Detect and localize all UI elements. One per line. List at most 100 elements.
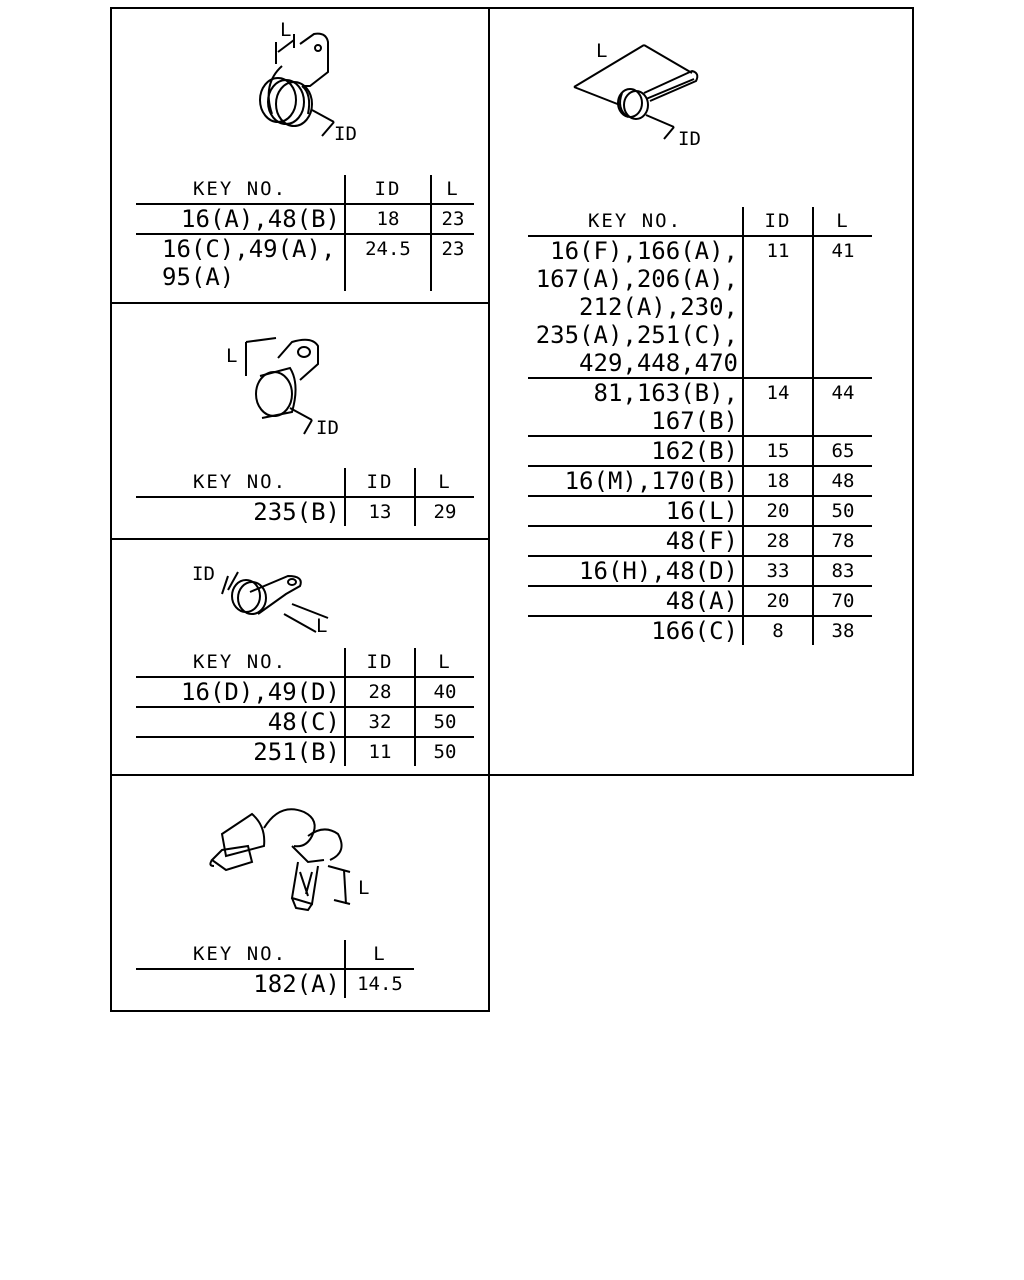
table-row: 16(C),49(A), 95(A) 24.5 23 [136, 234, 474, 291]
panel-clamp-type-2: L ID KEY NO. ID L 235(B) 13 29 [110, 302, 490, 540]
id-cell: 15 [742, 436, 813, 467]
header-key-no: KEY NO. [528, 207, 743, 237]
header-key-no: KEY NO. [136, 468, 345, 498]
table-row: 166(C) 8 38 [528, 616, 872, 645]
key-cell: 251(B) [253, 738, 340, 766]
key-cell: 166(C) [651, 617, 738, 645]
clamp-figure-3: ID L [188, 554, 348, 640]
key-cell: 48(C) [136, 707, 345, 738]
l-cell: 70 [812, 586, 872, 617]
key-cell: 16(M),170(B) [528, 466, 743, 497]
clamp-figure-5: L ID [566, 35, 726, 159]
table-row: 162(B) 15 65 [528, 436, 872, 467]
l-cell: 29 [414, 497, 474, 526]
header-l: L [414, 648, 474, 678]
header-id: ID [344, 175, 431, 205]
id-cell: 28 [742, 526, 813, 557]
header-id: ID [344, 468, 415, 498]
spec-table-5: KEY NO. ID L 16(F),166(A), 167(A),206(A)… [528, 207, 872, 645]
table-row: 48(C) 32 50 [136, 707, 474, 738]
header-id: ID [344, 648, 415, 678]
l-cell: 23 [430, 204, 474, 235]
l-cell: 40 [414, 677, 474, 708]
key-cell: 16(F),166(A), 167(A),206(A), 212(A),230,… [528, 236, 743, 379]
id-cell: 24.5 [344, 234, 431, 291]
header-l: L [414, 468, 474, 498]
l-cell: 48 [812, 466, 872, 497]
l-cell: 50 [414, 707, 474, 738]
id-cell: 28 [344, 677, 415, 708]
clamp-figure-1: L ID [242, 14, 372, 149]
l-cell: 38 [812, 616, 872, 645]
table-row: 235(B) 13 29 [136, 497, 474, 526]
key-cell: 16(C),49(A), 95(A) [162, 235, 336, 291]
spec-table-2: KEY NO. ID L 235(B) 13 29 [136, 468, 474, 526]
l-cell: 50 [414, 737, 474, 766]
id-cell: 11 [742, 236, 813, 379]
key-cell: 48(A) [528, 586, 743, 617]
l-cell: 23 [430, 234, 474, 291]
id-cell: 32 [344, 707, 415, 738]
header-id: ID [742, 207, 813, 237]
l-cell: 83 [812, 556, 872, 587]
spec-table-3: KEY NO. ID L 16(D),49(D) 28 40 48(C) 32 … [136, 648, 474, 766]
id-cell: 20 [742, 586, 813, 617]
l-cell: 65 [812, 436, 872, 467]
table-row: 48(A) 20 70 [528, 586, 872, 617]
id-cell: 13 [344, 497, 415, 526]
table-row: 16(H),48(D) 33 83 [528, 556, 872, 587]
id-cell: 33 [742, 556, 813, 587]
id-cell: 18 [742, 466, 813, 497]
panel-clamp-type-5: L ID KEY NO. ID L 16(F),166(A), 167(A),2… [488, 7, 914, 776]
table-row: 16(A),48(B) 18 23 [136, 204, 474, 235]
key-cell: 16(A),48(B) [136, 204, 345, 235]
key-cell: 235(B) [253, 498, 340, 526]
id-cell: 11 [344, 737, 415, 766]
l-cell: 41 [812, 236, 872, 379]
dim-label-id: ID [678, 128, 701, 150]
id-cell: 8 [742, 616, 813, 645]
dim-label-l: L [358, 877, 369, 899]
dim-label-id: ID [316, 417, 339, 439]
spec-table-1: KEY NO. ID L 16(A),48(B) 18 23 16(C),49(… [136, 175, 474, 291]
key-cell: 16(L) [528, 496, 743, 527]
key-cell: 81,163(B), 167(B) [528, 378, 743, 437]
dim-label-l: L [596, 40, 607, 62]
key-cell: 16(H),48(D) [528, 556, 743, 587]
panel-clamp-type-1: L ID KEY NO. ID L 16(A),48(B) 18 23 16(C… [110, 7, 490, 304]
header-key-no: KEY NO. [136, 648, 345, 678]
key-cell: 182(A) [253, 970, 340, 998]
panel-clip-type-4: L KEY NO. L 182(A) 14.5 [110, 774, 490, 1012]
table-row: 16(L) 20 50 [528, 496, 872, 527]
l-cell: 44 [812, 378, 872, 437]
l-cell: 78 [812, 526, 872, 557]
l-cell: 14.5 [344, 969, 414, 998]
id-cell: 14 [742, 378, 813, 437]
key-cell: 48(F) [528, 526, 743, 557]
dim-label-l: L [226, 345, 237, 367]
table-row: 16(M),170(B) 18 48 [528, 466, 872, 497]
l-cell: 50 [812, 496, 872, 527]
clamp-figure-2: L ID [220, 324, 360, 442]
table-row: 182(A) 14.5 [136, 969, 414, 998]
id-cell: 20 [742, 496, 813, 527]
dim-label-l: L [316, 615, 327, 637]
dim-label-id: ID [192, 563, 215, 585]
table-row: 81,163(B), 167(B) 14 44 [528, 378, 872, 437]
table-row: 16(F),166(A), 167(A),206(A), 212(A),230,… [528, 236, 872, 379]
key-cell: 162(B) [528, 436, 743, 467]
table-row: 16(D),49(D) 28 40 [136, 677, 474, 708]
dim-label-l: L [280, 19, 291, 41]
panel-clamp-type-3: ID L KEY NO. ID L 16(D),49(D) 28 40 48(C… [110, 538, 490, 776]
header-l: L [430, 175, 474, 205]
key-cell: 16(D),49(D) [136, 677, 345, 708]
header-l: L [344, 940, 414, 970]
header-key-no: KEY NO. [136, 940, 345, 970]
spec-table-4: KEY NO. L 182(A) 14.5 [136, 940, 414, 998]
clip-figure-4: L [208, 800, 398, 916]
dim-label-id: ID [334, 123, 357, 145]
table-row: 251(B) 11 50 [136, 737, 474, 766]
table-row: 48(F) 28 78 [528, 526, 872, 557]
header-l: L [812, 207, 872, 237]
id-cell: 18 [344, 204, 431, 235]
